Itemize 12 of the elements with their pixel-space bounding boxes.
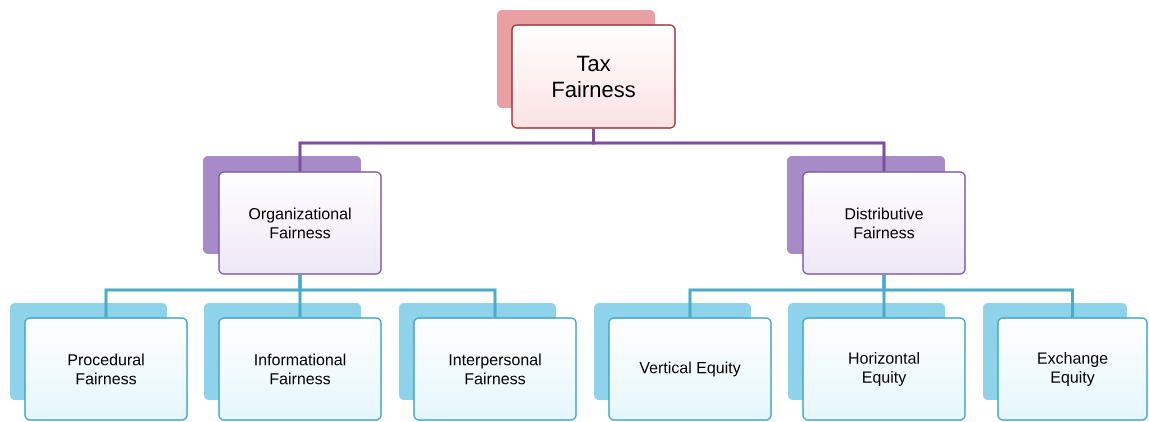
process-box: Interpersonal Fairness [399,303,577,421]
process-box: Organizational Fairness [203,156,382,275]
process-box: Distributive Fairness [787,156,966,275]
process-box: Informational Fairness [204,303,382,421]
process-box: Tax Fairness [497,10,676,129]
connector-line [298,274,497,318]
process-box: Horizontal Equity [788,303,966,421]
process-box: Vertical Equity [594,303,772,421]
process-box: Procedural Fairness [10,303,188,421]
connector-line [592,128,886,172]
process-box: Exchange Equity [983,303,1148,421]
connector-line [882,274,1074,318]
